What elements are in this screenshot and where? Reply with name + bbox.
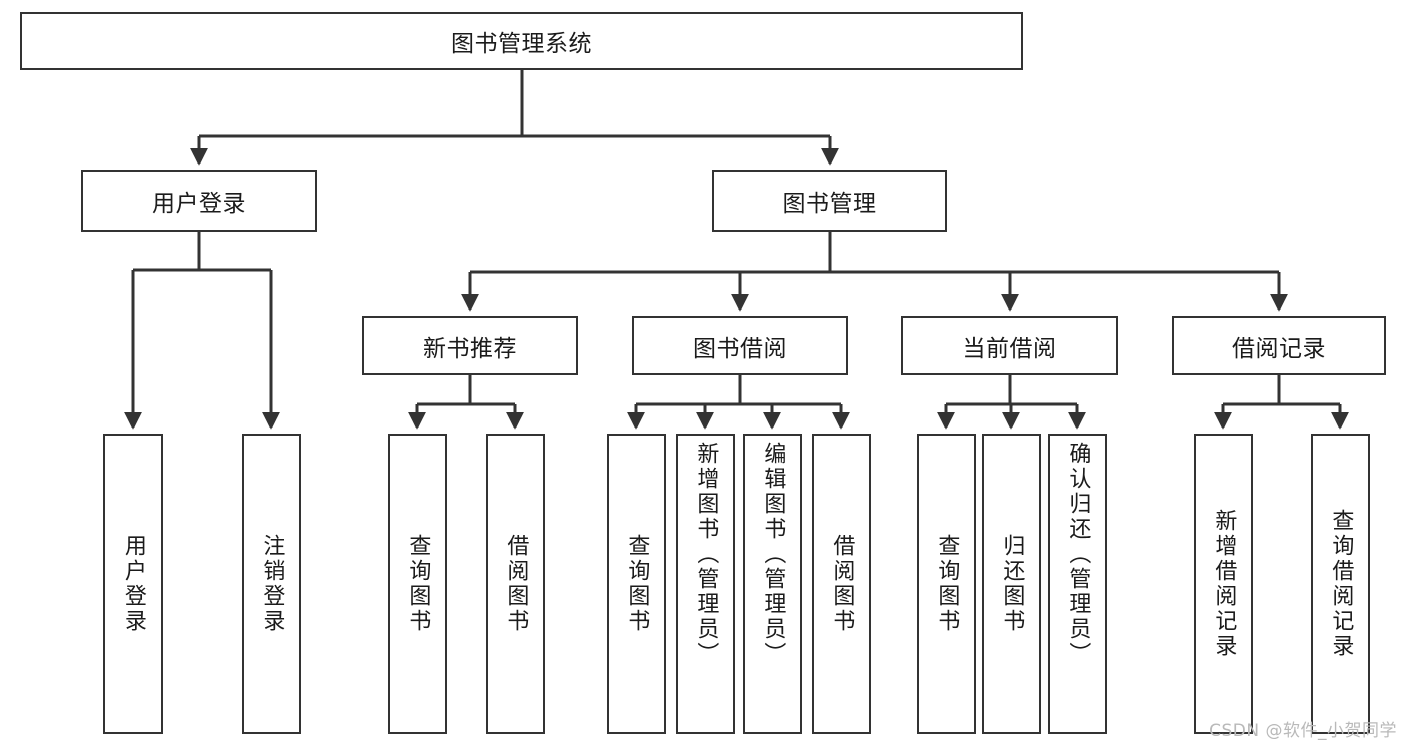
leaf-logout-label: 注销登录 [259, 534, 285, 634]
leaf-confirm-return-admin[interactable]: 确认归还（管理员） [1048, 434, 1107, 734]
node-new-book-recommend-label: 新书推荐 [423, 335, 517, 362]
leaf-return-book-label: 归还图书 [999, 534, 1025, 634]
node-book-management[interactable]: 图书管理 [712, 170, 947, 232]
leaf-user-login-label: 用户登录 [120, 534, 146, 634]
node-borrow-record[interactable]: 借阅记录 [1172, 316, 1386, 375]
leaf-query-book-recommend[interactable]: 查询图书 [388, 434, 447, 734]
leaf-add-book-admin[interactable]: 新增图书（管理员） [676, 434, 735, 734]
node-borrow-record-label: 借阅记录 [1232, 335, 1326, 362]
leaf-edit-book-admin-label: 编辑图书（管理员） [760, 442, 786, 667]
node-book-management-label: 图书管理 [782, 191, 877, 217]
node-root-label: 图书管理系统 [451, 31, 592, 57]
node-current-borrow-label: 当前借阅 [962, 335, 1057, 362]
leaf-add-borrow-record[interactable]: 新增借阅记录 [1194, 434, 1253, 734]
node-current-borrow[interactable]: 当前借阅 [901, 316, 1118, 375]
leaf-user-login[interactable]: 用户登录 [103, 434, 163, 734]
leaf-add-borrow-record-label: 新增借阅记录 [1211, 509, 1237, 659]
leaf-borrow-book-label: 借阅图书 [829, 534, 855, 634]
leaf-query-book-borrow[interactable]: 查询图书 [607, 434, 666, 734]
leaf-query-book-borrow-label: 查询图书 [624, 534, 650, 634]
node-root[interactable]: 图书管理系统 [20, 12, 1023, 70]
leaf-borrow-book-recommend-label: 借阅图书 [503, 534, 529, 634]
node-new-book-recommend[interactable]: 新书推荐 [362, 316, 578, 375]
leaf-add-book-admin-label: 新增图书（管理员） [693, 442, 719, 667]
watermark: CSDN @软件_小贺同学 [1209, 721, 1397, 741]
leaf-query-borrow-record[interactable]: 查询借阅记录 [1311, 434, 1370, 734]
leaf-confirm-return-admin-label: 确认归还（管理员） [1065, 442, 1091, 667]
node-book-borrow-label: 图书借阅 [693, 335, 787, 362]
leaf-return-book[interactable]: 归还图书 [982, 434, 1041, 734]
node-book-borrow[interactable]: 图书借阅 [632, 316, 848, 375]
leaf-query-borrow-record-label: 查询借阅记录 [1328, 509, 1354, 659]
leaf-query-book-recommend-label: 查询图书 [405, 534, 431, 634]
node-user-login[interactable]: 用户登录 [81, 170, 317, 232]
leaf-borrow-book-recommend[interactable]: 借阅图书 [486, 434, 545, 734]
leaf-edit-book-admin[interactable]: 编辑图书（管理员） [743, 434, 802, 734]
leaf-borrow-book[interactable]: 借阅图书 [812, 434, 871, 734]
leaf-query-book-current[interactable]: 查询图书 [917, 434, 976, 734]
leaf-logout[interactable]: 注销登录 [242, 434, 301, 734]
node-user-login-label: 用户登录 [152, 191, 246, 217]
leaf-query-book-current-label: 查询图书 [934, 534, 960, 634]
